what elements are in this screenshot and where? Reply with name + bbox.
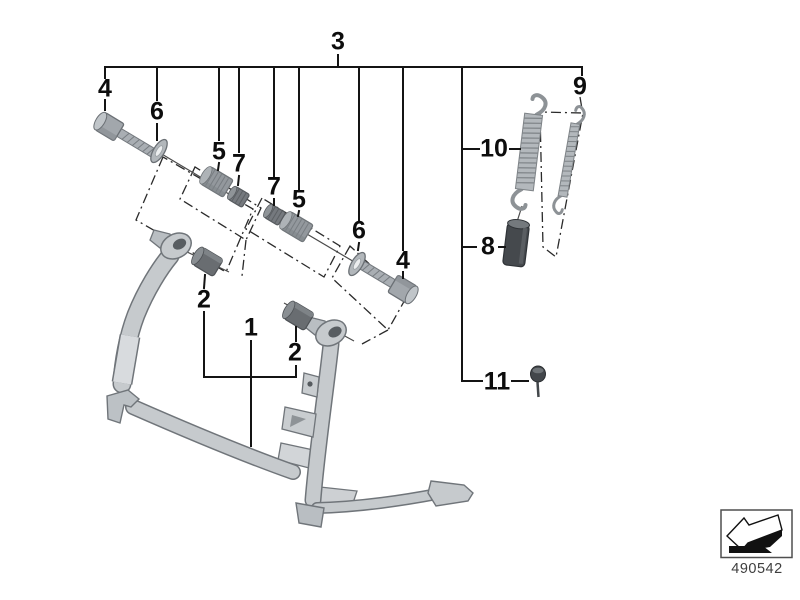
spring-9 — [552, 105, 586, 215]
rubber-sleeve-8 — [502, 218, 530, 268]
bushing-2-right — [282, 300, 314, 331]
left-foot — [106, 389, 141, 424]
nut-7-left — [227, 185, 250, 208]
callout-4-left: 4 — [98, 74, 112, 103]
bushing-5-right — [279, 211, 314, 243]
kick-lever-pad — [427, 480, 474, 507]
callout-leader-lines — [104, 54, 583, 447]
callout-4-right: 4 — [396, 246, 410, 275]
bolt-4-left — [93, 111, 157, 158]
page-arrow-icon — [726, 514, 783, 553]
callout-8: 8 — [481, 232, 495, 261]
left-pivot-eyelet — [160, 232, 192, 260]
bushing-5-left — [199, 166, 234, 198]
right-foot — [295, 502, 325, 528]
callout-11: 11 — [483, 367, 511, 396]
center-stand-drawing — [106, 229, 474, 528]
callout-10: 10 — [480, 134, 508, 163]
callout-6-right: 6 — [352, 216, 366, 245]
nut-7-right — [263, 203, 286, 226]
bushing-2-left — [191, 246, 223, 277]
spring-10 — [510, 93, 548, 211]
callout-2-right: 2 — [288, 338, 302, 367]
thumbnail-box — [720, 509, 793, 559]
drawing-number: 490542 — [731, 561, 783, 577]
callout-7-left: 7 — [232, 149, 246, 178]
callout-5-right: 5 — [292, 185, 306, 214]
callout-6-left: 6 — [150, 97, 164, 126]
callout-3: 3 — [331, 27, 345, 56]
callout-1: 1 — [244, 313, 258, 342]
callout-2-left: 2 — [197, 285, 211, 314]
callout-7-right: 7 — [267, 172, 281, 201]
washer-6-right — [348, 251, 366, 277]
pin-11 — [530, 365, 546, 398]
right-pivot-eyelet — [315, 319, 347, 347]
bolt-4-right — [355, 258, 419, 305]
callout-5-left: 5 — [212, 137, 226, 166]
callout-9: 9 — [573, 72, 587, 101]
washer-6-left — [150, 138, 168, 164]
